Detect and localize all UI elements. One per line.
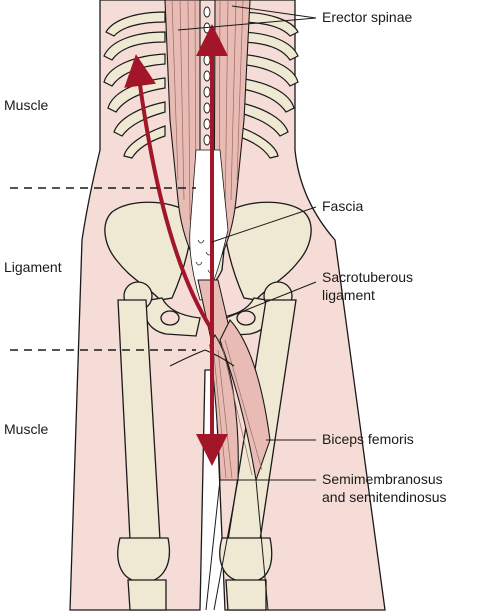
- left-tibia: [127, 579, 167, 611]
- rib-left-2: [103, 31, 166, 61]
- right-ilium: [225, 201, 312, 301]
- rib-left-6: [123, 125, 166, 159]
- region-label-muscle-upper: Muscle: [4, 97, 49, 113]
- arrow-diagonal-up: [124, 54, 214, 332]
- rib-right-1: [236, 11, 299, 37]
- region-dividers: [10, 187, 196, 351]
- label-erector-spinae: Erector spinae: [322, 9, 412, 25]
- rib-right-2: [236, 31, 299, 61]
- rib-right-3: [236, 53, 299, 87]
- label-sacrotuberous-1: Sacrotuberous: [322, 269, 413, 285]
- rib-right-6: [236, 125, 279, 159]
- rib-cage: [103, 11, 299, 159]
- thoracolumbar-fascia: [189, 149, 229, 301]
- right-knee: [219, 537, 273, 583]
- leader-lines: [177, 5, 317, 481]
- left-obturator: [160, 310, 180, 326]
- label-fascia: Fascia: [322, 198, 363, 214]
- region-label-ligament: Ligament: [4, 259, 62, 275]
- label-semimembranosus-1: Semimembranosus: [322, 471, 443, 487]
- label-sacrotuberous-2: ligament: [322, 287, 375, 303]
- label-semimembranosus-2: and semitendinosus: [322, 489, 447, 505]
- tension-arrows: [124, 24, 228, 466]
- right-obturator: [236, 310, 256, 326]
- region-label-muscle-lower: Muscle: [4, 421, 49, 437]
- left-knee: [117, 537, 170, 583]
- right-tibia: [225, 579, 267, 611]
- gluteal-fold: [169, 349, 235, 367]
- rib-right-5: [236, 101, 289, 137]
- rib-left-5: [113, 101, 166, 137]
- rib-left-1: [105, 11, 166, 37]
- rib-right-4: [236, 77, 295, 113]
- label-biceps-femoris: Biceps femoris: [322, 431, 414, 447]
